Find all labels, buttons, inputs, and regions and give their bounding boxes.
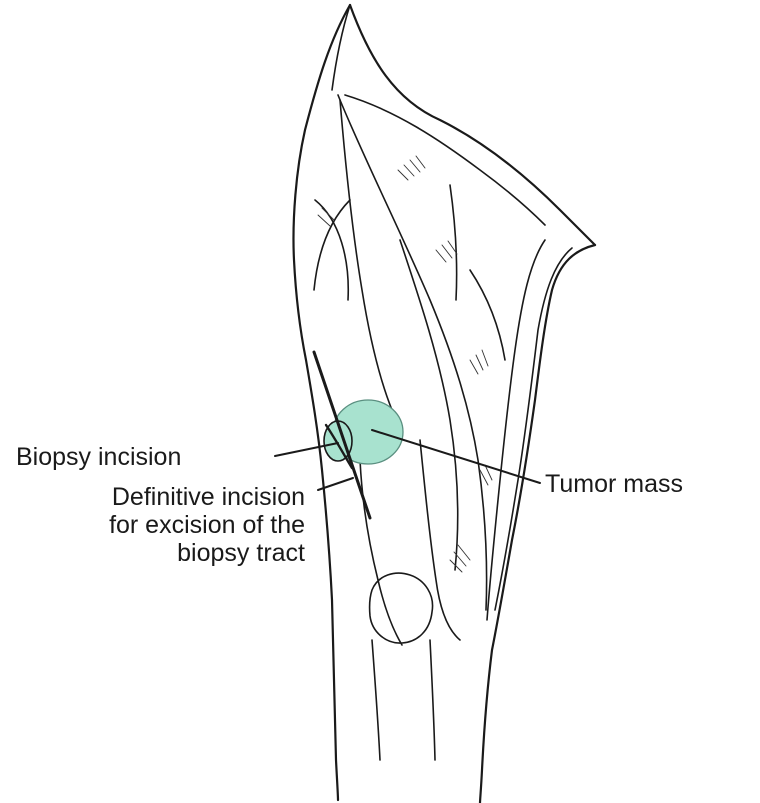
definitive-incision-label-line3: biopsy tract	[109, 539, 305, 567]
definitive-incision-label-line2: for excision of the	[109, 511, 305, 539]
shading-hatches	[318, 156, 492, 572]
biopsy-incision-label: Biopsy incision	[16, 443, 181, 471]
definitive-incision-label-line1: Definitive incision	[109, 483, 305, 511]
muscle-lines	[314, 95, 545, 645]
tumor-mass-label: Tumor mass	[545, 470, 683, 498]
tumor-mass	[324, 400, 403, 464]
thigh-outline	[293, 5, 595, 803]
knee-cap	[370, 573, 435, 760]
definitive-incision-label: Definitive incision for excision of the …	[109, 483, 305, 567]
